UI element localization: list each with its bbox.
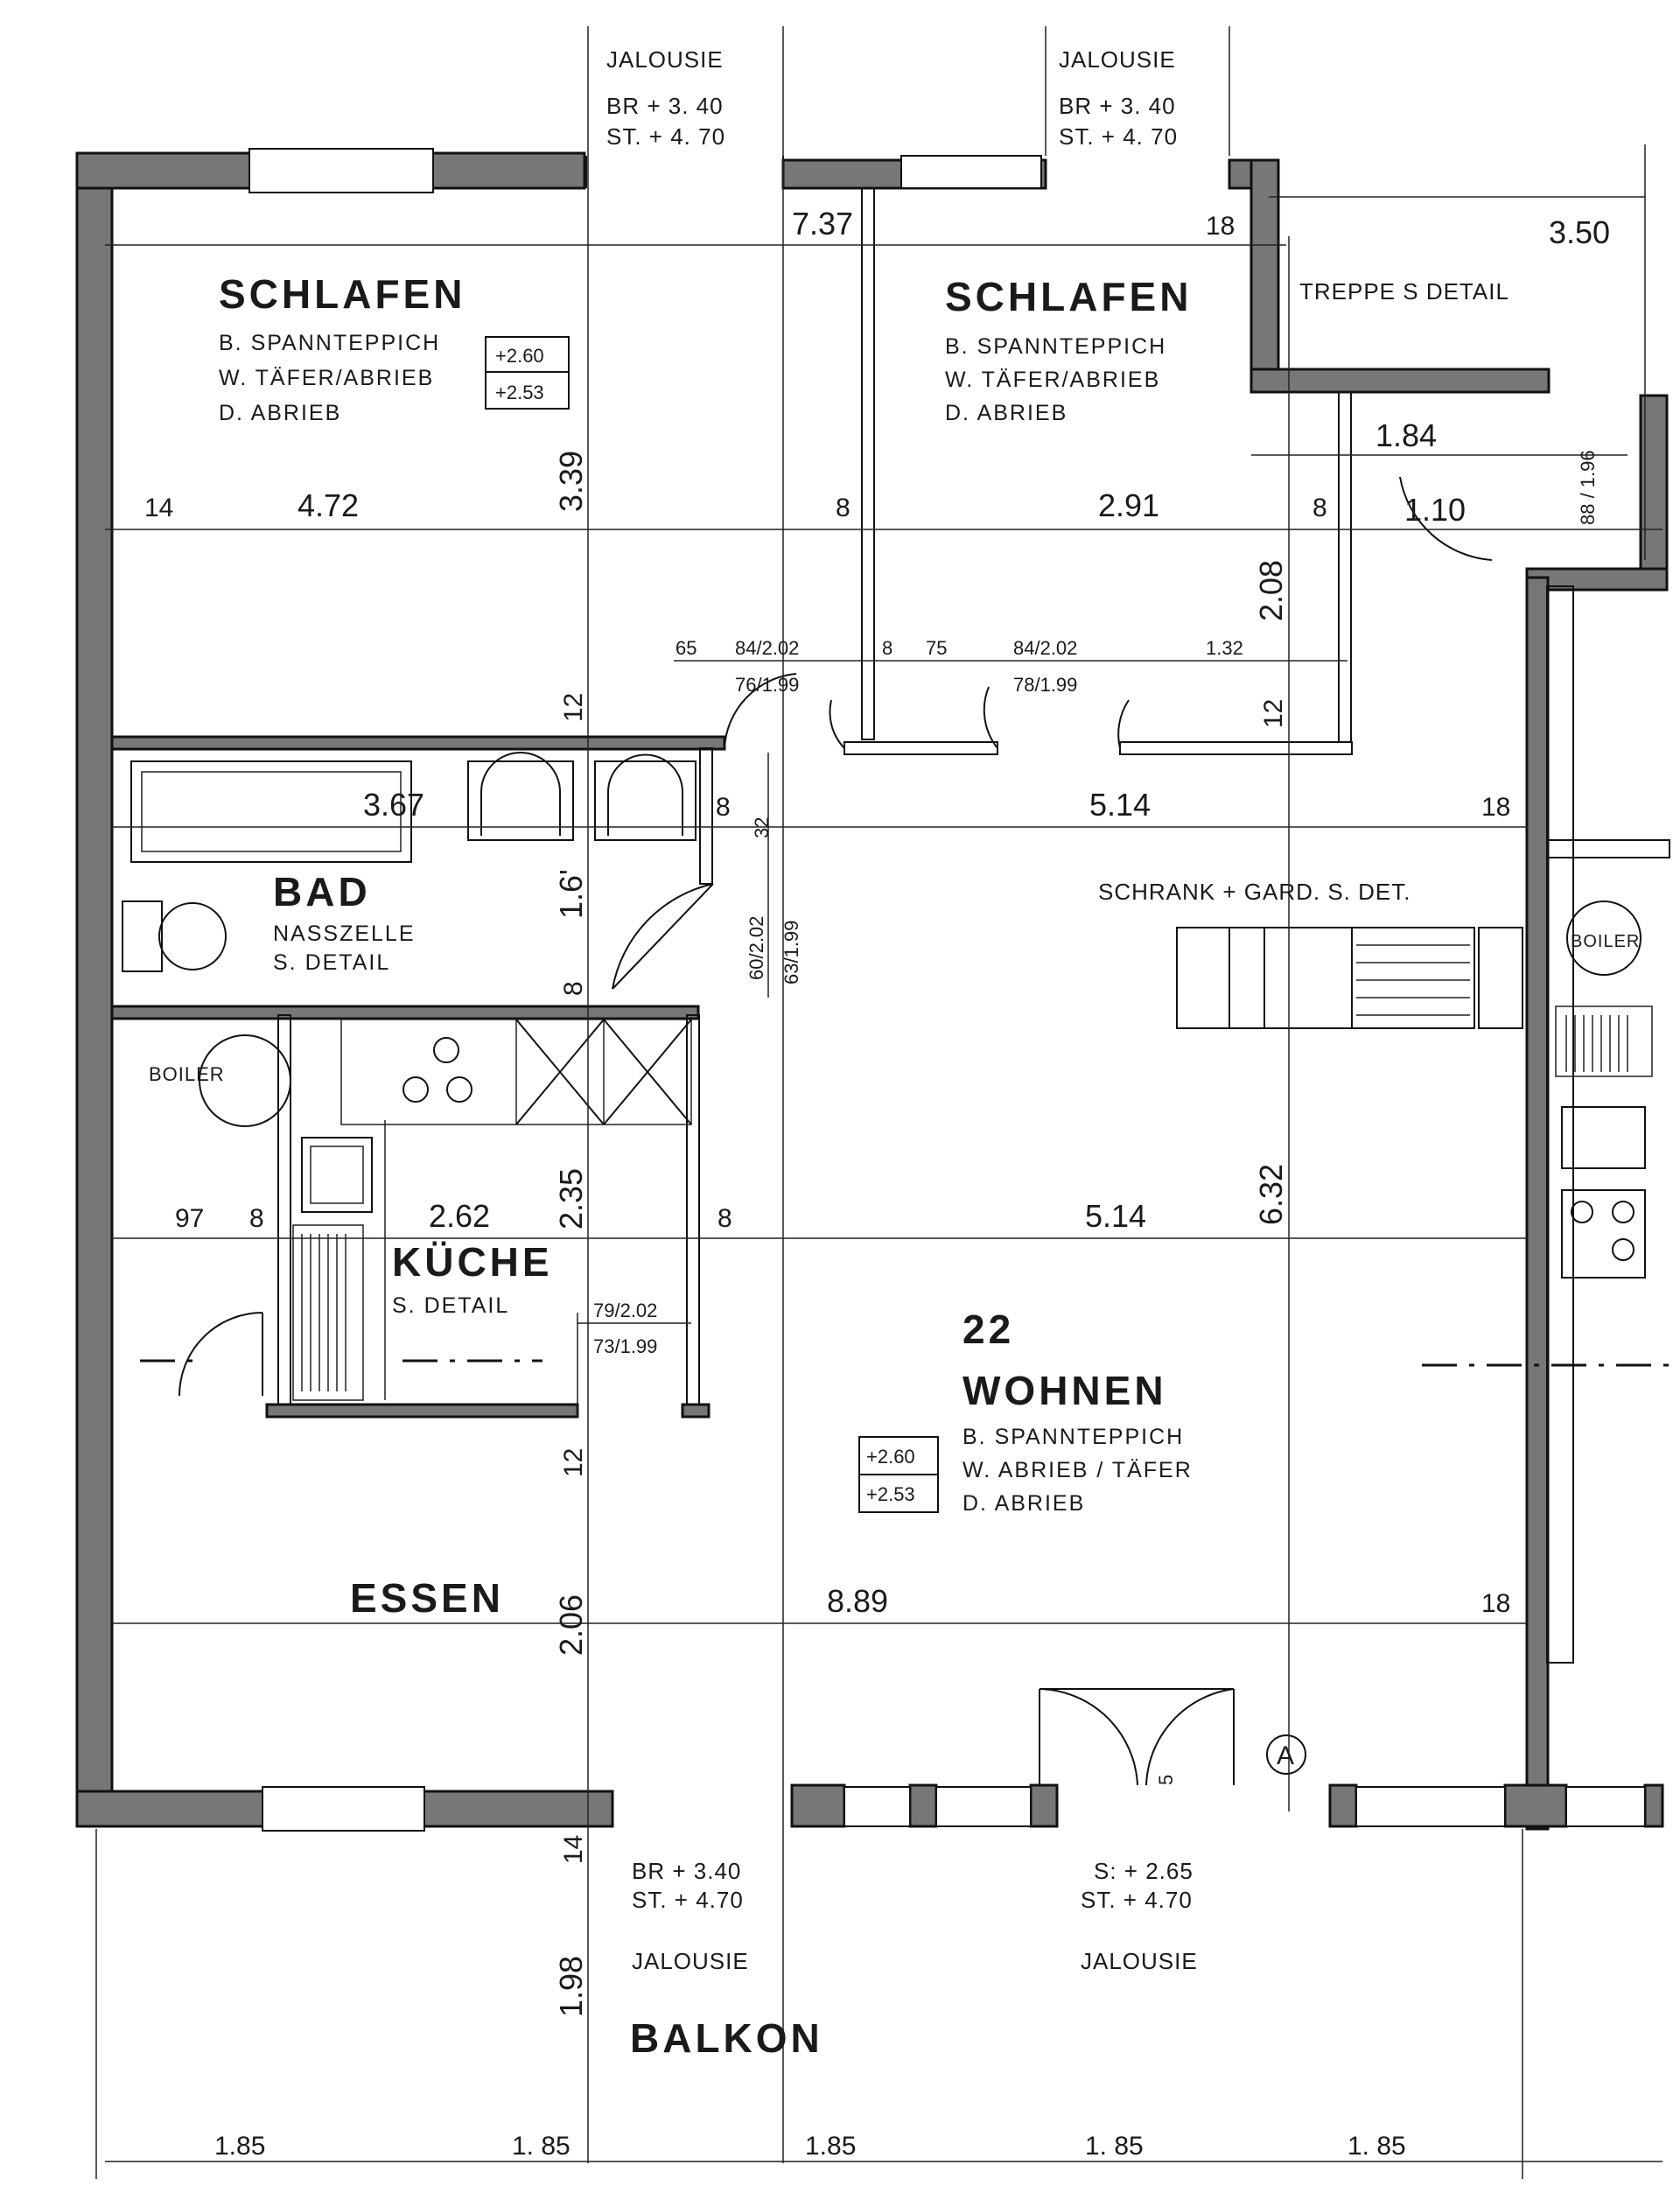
level-marker: +2.60 [495, 345, 544, 367]
dimension: 8.89 [827, 1583, 888, 1619]
dimension: 63/1.99 [780, 921, 802, 984]
dimension: 60/2.02 [746, 916, 767, 980]
room-spec-line: D. ABRIEB [219, 401, 341, 425]
dimension: 75 [926, 637, 947, 659]
dimension: 65 [676, 637, 696, 659]
dimension: 2.35 [553, 1168, 589, 1230]
dimension: 8 [1312, 494, 1327, 522]
window-note: JALOUSIE [632, 1948, 749, 1974]
boiler-label: BOILER [149, 1063, 225, 1085]
dimension: 1. 85 [1085, 2132, 1144, 2161]
dimension: 7.37 [792, 206, 853, 242]
level-marker: +2.53 [866, 1483, 915, 1505]
room-spec-line: B. SPANNTEPPICH [219, 331, 440, 355]
window-note: JALOUSIE [606, 46, 724, 73]
dimension: 8 [836, 494, 850, 522]
section-marker: A [1277, 1741, 1294, 1770]
room-name-schlafen-left: SCHLAFEN [219, 271, 466, 317]
dimension: 14 [559, 1835, 588, 1864]
room-number-wohnen: 22 [962, 1307, 1014, 1352]
dimension: 8 [718, 1204, 732, 1233]
window-note: BR + 3. 40 [606, 93, 724, 119]
room-name-bad: BAD [273, 869, 371, 914]
room-spec-line: S. DETAIL [392, 1293, 509, 1318]
window-note: BR + 3. 40 [1059, 93, 1176, 119]
dimension: 2.62 [429, 1198, 490, 1234]
dimension: 1.32 [1206, 637, 1243, 659]
dimension: 1. 85 [512, 2132, 570, 2161]
dimension: 5 [1155, 1775, 1177, 1785]
dimension: 12 [1259, 699, 1288, 728]
interior-walls [110, 187, 1670, 1664]
room-spec-line: S. DETAIL [273, 950, 390, 975]
window-note: BR + 3.40 [632, 1858, 741, 1884]
dimension: 1.98 [553, 1956, 589, 2017]
room-spec-line: D. ABRIEB [962, 1491, 1085, 1516]
room-spec-line: B. SPANNTEPPICH [945, 334, 1166, 359]
dimension: 5.14 [1089, 787, 1151, 823]
room-name-wohnen: WOHNEN [962, 1368, 1167, 1413]
dimension: 32 [751, 817, 773, 838]
dimension: 1.6' [553, 869, 589, 919]
dimension: 73/1.99 [593, 1335, 657, 1357]
dimension: 79/2.02 [593, 1300, 657, 1321]
dimension: 84/2.02 [1013, 637, 1077, 659]
room-name-balkon: BALKON [630, 2015, 823, 2061]
window-note: ST. + 4.70 [632, 1887, 744, 1913]
dimension: 97 [175, 1204, 204, 1233]
dimension: 3.50 [1549, 214, 1610, 250]
wardrobe-note: SCHRANK + GARD. S. DET. [1098, 879, 1410, 905]
dimension-lines [95, 26, 1671, 2179]
dimension: 18 [1481, 793, 1510, 822]
window-note: ST. + 4.70 [1081, 1887, 1193, 1913]
dimension: 12 [559, 693, 588, 722]
dimension: 5.14 [1085, 1198, 1146, 1234]
dimension: 1.10 [1404, 492, 1466, 528]
dimension: 4.72 [298, 487, 359, 523]
dimension: 14 [144, 494, 173, 522]
room-name-kueche: KÜCHE [392, 1239, 553, 1285]
dimension: 18 [1481, 1589, 1510, 1618]
dimension: 88 / 1.96 [1577, 450, 1599, 525]
room-spec-line: NASSZELLE [273, 921, 416, 946]
stair-note: TREPPE S DETAIL [1299, 278, 1509, 305]
dimension: 12 [559, 1448, 588, 1477]
dimension: 8 [559, 981, 588, 996]
dimension: 3.39 [553, 451, 589, 512]
window-note: ST. + 4. 70 [606, 123, 725, 150]
room-spec-line: W. TÄFER/ABRIEB [945, 368, 1160, 392]
dimension: 18 [1206, 212, 1235, 241]
room-name-schlafen-right: SCHLAFEN [945, 274, 1192, 319]
fixtures [122, 394, 1653, 1786]
windows [248, 148, 1646, 1832]
dimension: 1.85 [214, 2132, 265, 2161]
dimension: 84/2.02 [735, 637, 799, 659]
room-spec-line: B. SPANNTEPPICH [962, 1425, 1184, 1449]
room-name-essen: ESSEN [350, 1575, 504, 1621]
boiler-label: BOILER [1571, 932, 1640, 951]
level-marker: +2.60 [866, 1446, 915, 1468]
dimension: 8 [249, 1204, 264, 1233]
dimension: 1. 85 [1348, 2132, 1406, 2161]
dimension: 1.85 [805, 2132, 856, 2161]
dimension: 6.32 [1253, 1164, 1289, 1225]
dimension: 8 [882, 637, 892, 659]
dimension: 2.91 [1098, 487, 1159, 523]
room-spec-line: D. ABRIEB [945, 401, 1068, 425]
dimension: 3.67 [363, 787, 424, 823]
dimension: 78/1.99 [1013, 674, 1077, 696]
room-spec-line: W. ABRIEB / TÄFER [962, 1458, 1193, 1482]
window-note: S: + 2.65 [1094, 1858, 1194, 1884]
window-note: JALOUSIE [1059, 46, 1176, 73]
dimension: 8 [716, 793, 731, 822]
window-note: JALOUSIE [1081, 1948, 1198, 1974]
dimension: 76/1.99 [735, 674, 799, 696]
dimension: 2.08 [1253, 560, 1289, 621]
room-spec-line: W. TÄFER/ABRIEB [219, 366, 434, 390]
level-marker: +2.53 [495, 382, 544, 403]
dimension: 2.06 [553, 1594, 589, 1656]
window-note: ST. + 4. 70 [1059, 123, 1178, 150]
dimension: 1.84 [1376, 417, 1437, 453]
